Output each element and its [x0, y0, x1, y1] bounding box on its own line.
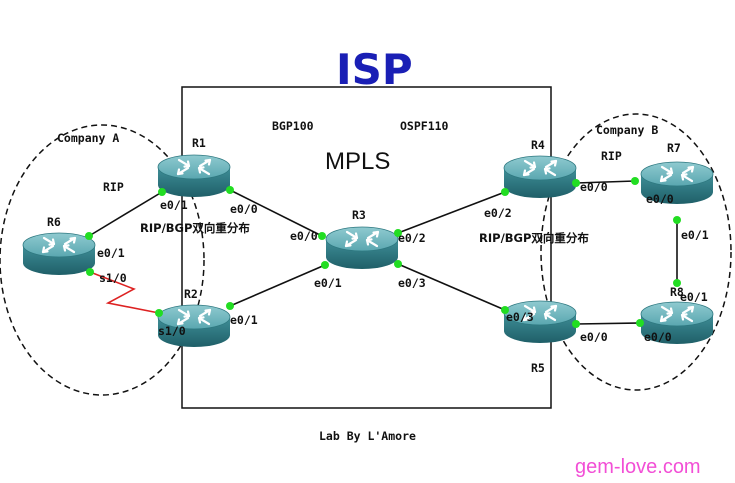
link-point: [572, 320, 580, 328]
link-point: [226, 186, 234, 194]
link-point: [86, 268, 94, 276]
link-point: [394, 260, 402, 268]
mpls-label: MPLS: [325, 148, 390, 175]
router-label-r8: R8: [670, 285, 684, 299]
company-b-label: Company B: [596, 123, 658, 137]
if-r6-e01: e0/1: [97, 246, 125, 260]
link-point: [572, 179, 580, 187]
link-r5-r8: [575, 322, 641, 325]
diagram-title: ISP: [336, 45, 413, 94]
link-point: [85, 232, 93, 240]
link-point: [673, 279, 681, 287]
if-r3-e03: e0/3: [398, 276, 426, 290]
link-r1-r3: [229, 189, 323, 237]
rip-label-b: RIP: [601, 149, 622, 163]
rip-label-a: RIP: [103, 180, 124, 194]
isp-boundary: [181, 86, 552, 409]
router-label-r2: R2: [184, 287, 198, 301]
if-r4-e00: e0/0: [580, 180, 608, 194]
link-point: [155, 309, 163, 317]
redistribution-label-a: RIP/BGP双向重分布: [140, 221, 250, 235]
watermark: gem-love.com: [575, 456, 701, 478]
router-r3[interactable]: [324, 225, 400, 271]
link-r3-r4: [397, 191, 506, 234]
ospf-label: OSPF110: [400, 119, 449, 133]
link-r4-r7: [575, 180, 636, 184]
if-r5-e03: e0/3: [506, 310, 534, 324]
if-r7-e00: e0/0: [646, 192, 674, 206]
router-label-r5: R5: [531, 361, 545, 375]
link-point: [673, 216, 681, 224]
link-point: [318, 232, 326, 240]
lab-credit: Lab By L'Amore: [319, 429, 416, 443]
company-a-boundary: [0, 124, 205, 396]
if-r2-s10: s1/0: [158, 324, 186, 338]
link-point: [636, 319, 644, 327]
company-b-boundary: [540, 113, 732, 391]
router-r1[interactable]: [156, 153, 232, 199]
link-point: [321, 261, 329, 269]
link-r3-r5: [397, 263, 506, 311]
if-r2-e01: e0/1: [230, 313, 258, 327]
router-label-r3: R3: [352, 208, 366, 222]
if-r6-s10: s1/0: [99, 271, 127, 285]
if-r8-e01: e0/1: [680, 290, 708, 304]
router-label-r6: R6: [47, 215, 61, 229]
link-point: [631, 177, 639, 185]
router-label-r1: R1: [192, 136, 206, 150]
if-r1-e00: e0/0: [230, 202, 258, 216]
if-r3-e00: e0/0: [290, 229, 318, 243]
link-point: [158, 188, 166, 196]
link-point: [394, 229, 402, 237]
router-label-r7: R7: [667, 141, 681, 155]
link-r6-r1: [88, 191, 163, 237]
link-point: [501, 306, 509, 314]
redistribution-label-b: RIP/BGP双向重分布: [479, 231, 589, 245]
link-point: [501, 188, 509, 196]
router-r6[interactable]: [21, 231, 97, 277]
router-label-r4: R4: [531, 138, 545, 152]
company-a-label: Company A: [57, 131, 119, 145]
router-r4[interactable]: [502, 154, 578, 200]
if-r1-e01: e0/1: [160, 198, 188, 212]
serial-link-r6-r2: [89, 271, 160, 314]
if-r5-e00: e0/0: [580, 330, 608, 344]
bgp-label: BGP100: [272, 119, 314, 133]
if-r8-e00: e0/0: [644, 330, 672, 344]
if-r7-e01: e0/1: [681, 228, 709, 242]
link-r2-r3: [229, 264, 326, 307]
link-point: [226, 302, 234, 310]
if-r3-e02: e0/2: [398, 231, 426, 245]
if-r3-e01: e0/1: [314, 276, 342, 290]
if-r4-e02: e0/2: [484, 206, 512, 220]
